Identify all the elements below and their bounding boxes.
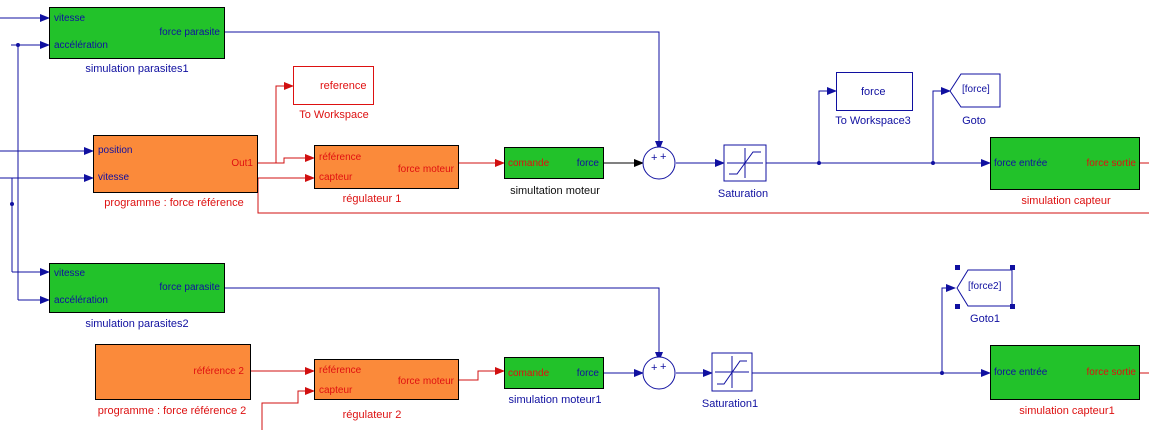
force-text: force (861, 86, 886, 98)
simulation-capteur1-label: simulation capteur1 (1019, 405, 1115, 417)
signal-line (275, 82, 294, 163)
port-force: force (576, 368, 599, 379)
simulation-capteur-label: simulation capteur (1021, 195, 1111, 207)
simulation-moteur-block[interactable]: comande force (504, 147, 604, 179)
signal-line (276, 154, 315, 164)
svg-text:+: + (660, 361, 666, 373)
goto1-tag-text: [force2] (968, 281, 1002, 292)
port-comande: comande (508, 158, 550, 169)
to-workspace3-label: To Workspace3 (835, 115, 911, 127)
svg-text:+: + (651, 362, 657, 374)
selection-handle[interactable] (955, 265, 960, 270)
programme-force-reference-block[interactable]: position vitesse Out1 (93, 135, 258, 193)
simulation-parasites1-block[interactable]: vitesse accélération force parasite (49, 7, 225, 59)
simulation-moteur-label: simultation moteur (510, 185, 600, 197)
sum-block-1: + + (642, 146, 676, 180)
to-workspace-label: To Workspace (299, 109, 369, 121)
port-vitesse: vitesse (54, 268, 86, 279)
branch-point (931, 161, 935, 165)
programme-force-reference-label: programme : force référence (104, 197, 244, 209)
simulation-parasites2-label: simulation parasites2 (85, 318, 189, 330)
goto-tag-text: [force] (962, 84, 990, 95)
branch-point (16, 43, 20, 47)
port-capteur: capteur (319, 385, 353, 396)
force-workspace3-block[interactable]: force (836, 72, 913, 111)
port-force-parasite: force parasite (159, 282, 220, 293)
regulateur1-label: régulateur 1 (342, 193, 402, 205)
port-force-sortie: force sortie (1086, 158, 1136, 169)
port-acceleration: accélération (54, 295, 108, 306)
port-comande: comande (508, 368, 550, 379)
simulation-parasites2-block[interactable]: vitesse accélération force parasite (49, 263, 225, 313)
port-force-sortie: force sortie (1086, 367, 1136, 378)
selection-handle[interactable] (1010, 304, 1015, 309)
port-force-entree: force entrée (994, 367, 1048, 378)
branch-point (940, 371, 944, 375)
signal-line (932, 87, 951, 163)
saturation1-block (711, 352, 753, 392)
saturation1-label: Saturation1 (701, 398, 759, 410)
simulation-moteur1-label: simulation moteur1 (508, 394, 602, 406)
branch-point (817, 161, 821, 165)
port-force-moteur: force moteur (397, 376, 454, 387)
port-vitesse: vitesse (98, 172, 130, 183)
svg-text:+: + (651, 152, 657, 164)
simulation-capteur1-block[interactable]: force entrée force sortie (990, 345, 1140, 400)
sum-block-2: + + (642, 356, 676, 390)
simulation-moteur1-block[interactable]: comande force (504, 357, 604, 389)
port-force-entree: force entrée (994, 158, 1048, 169)
selection-handle[interactable] (1010, 265, 1015, 270)
signal-line (941, 284, 956, 373)
port-out1: Out1 (231, 158, 253, 169)
simulation-capteur-block[interactable]: force entrée force sortie (990, 137, 1140, 190)
signal-line (459, 367, 505, 381)
port-reference: référence (319, 152, 362, 163)
signal-line (225, 287, 663, 362)
port-position: position (98, 145, 133, 156)
svg-text:+: + (660, 151, 666, 163)
regulateur2-block[interactable]: référence capteur force moteur (314, 359, 459, 400)
port-reference: référence (319, 365, 362, 376)
signal-line (257, 174, 1149, 214)
goto1-label: Goto1 (970, 313, 1000, 325)
selection-handle[interactable] (955, 304, 960, 309)
port-force-parasite: force parasite (159, 27, 220, 38)
goto1-block (956, 269, 1013, 307)
saturation-block (723, 144, 767, 182)
signal-line (261, 387, 315, 430)
signal-line (225, 31, 663, 151)
port-force-moteur: force moteur (397, 164, 454, 175)
port-acceleration: accélération (54, 40, 108, 51)
saturation-label: Saturation (717, 188, 769, 200)
port-force: force (576, 158, 599, 169)
regulateur2-label: régulateur 2 (342, 409, 402, 421)
reference-text: reference (320, 80, 367, 92)
goto-label: Goto (962, 115, 986, 127)
port-vitesse: vitesse (54, 13, 86, 24)
simulation-parasites1-label: simulation parasites1 (85, 63, 189, 75)
goto-block (949, 73, 1001, 108)
regulateur1-block[interactable]: référence capteur force moteur (314, 145, 459, 189)
port-capteur: capteur (319, 172, 353, 183)
programme-force-reference2-label: programme : force référence 2 (97, 405, 247, 417)
signal-line (818, 87, 837, 163)
port-reference-2: référence 2 (193, 366, 244, 377)
programme-force-reference2-block[interactable]: référence 2 (95, 344, 251, 400)
branch-point (10, 202, 14, 206)
reference-workspace-block[interactable]: reference (293, 66, 374, 105)
